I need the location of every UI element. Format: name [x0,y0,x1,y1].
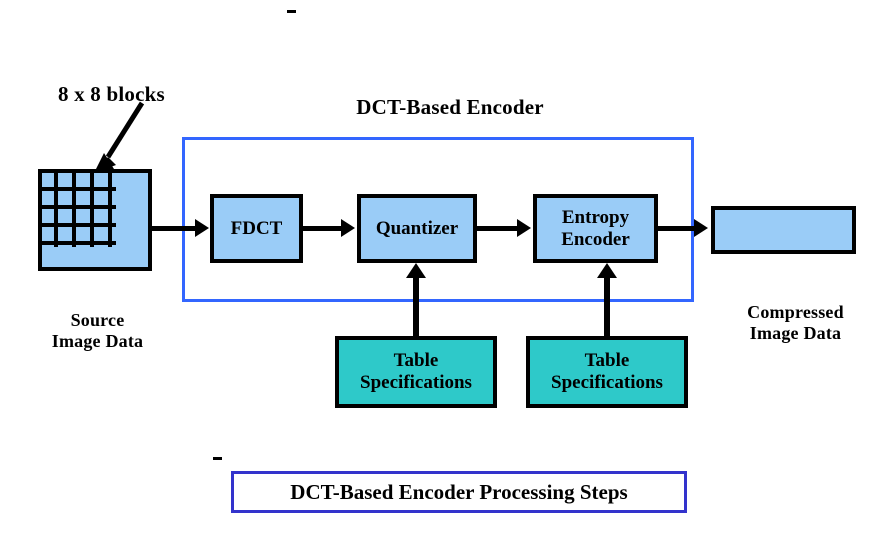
node-fdct[interactable]: FDCT [210,194,303,263]
edge-entropy-to-output-line [658,226,698,231]
dct-encoder-frame [182,137,694,302]
edge-table2-to-entropy-line [604,278,610,336]
edge-table1-to-quantizer-arrowhead [406,263,426,278]
source-image-data-label: Source Image Data [51,310,144,352]
blocks-callout-arrow [94,101,145,173]
edge-entropy-to-output-arrowhead [694,219,708,237]
node-quantizer[interactable]: Quantizer [357,194,477,263]
edge-quantizer-to-entropy-line [477,226,521,231]
compressed-image-data-label: Compressed Image Data [747,302,844,344]
node-table-specifications-quantizer[interactable]: Table Specifications [335,336,497,408]
node-entropy-encoder[interactable]: Entropy Encoder [533,194,658,263]
edge-source-to-fdct-line [152,226,197,231]
edge-quantizer-to-entropy-arrowhead [517,219,531,237]
stray-tick-mark-top [287,10,296,13]
node-table-specifications-entropy[interactable]: Table Specifications [526,336,688,408]
edge-fdct-to-quantizer-arrowhead [341,219,355,237]
edge-source-to-fdct-arrowhead [195,219,209,237]
dct-encoder-title: DCT-Based Encoder [356,95,544,119]
node-compressed-image-data [711,206,856,254]
blocks-callout-label: 8 x 8 blocks [58,82,165,106]
edge-table2-to-entropy-arrowhead [597,263,617,278]
stray-tick-mark-bottom [213,457,222,460]
diagram-caption: DCT-Based Encoder Processing Steps [231,471,687,513]
edge-fdct-to-quantizer-line [303,226,345,231]
node-source-image-data [38,169,152,271]
edge-table1-to-quantizer-line [413,278,419,336]
